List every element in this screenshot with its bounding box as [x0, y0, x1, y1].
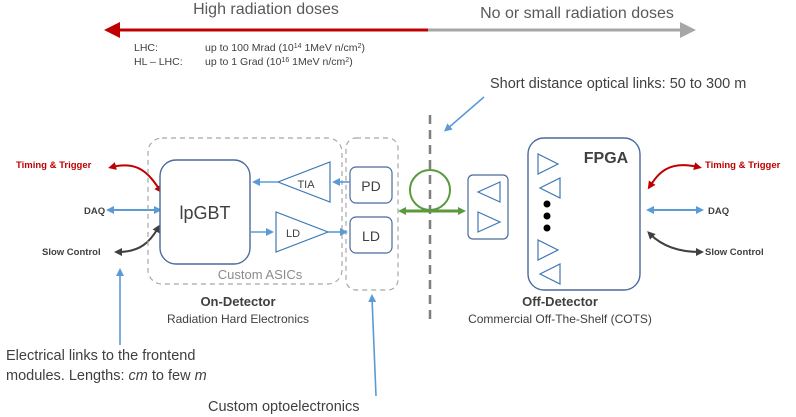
left-timing-arrow: [108, 162, 163, 194]
left-slow-control-label: Slow Control: [42, 247, 101, 258]
right-timing-arrow: [647, 162, 702, 190]
fpga-triangle-2: [538, 177, 561, 199]
on-detector-title: On-Detector: [200, 294, 275, 309]
pd-label: PD: [361, 178, 380, 194]
left-slow-control-arrow: [114, 224, 160, 256]
right-slow-control-arrow: [647, 231, 704, 256]
optoelectronics-region: [345, 137, 399, 291]
transceiver-block: [467, 174, 509, 240]
ld-driver-amplifier: [275, 211, 330, 253]
fpga-label: FPGA: [584, 150, 629, 167]
tia-amplifier: [276, 161, 331, 203]
fpga-dot-3: [543, 224, 551, 232]
lhc-name: LHC:: [134, 42, 158, 54]
right-slow-control-label: Slow Control: [705, 247, 764, 258]
electrical-links-line-1: Electrical links to the frontend: [6, 348, 195, 364]
pd-block: [349, 166, 393, 204]
fpga-triangle-4: [538, 263, 561, 285]
transceiver-rx-triangle: [476, 181, 501, 203]
hllhc-dose: up to 1 Grad (1016 1MeV n/cm2): [205, 56, 353, 68]
ld-block: [349, 216, 393, 254]
lhc-dose: up to 100 Mrad (1014 1MeV n/cm2): [205, 42, 365, 54]
left-timing-label: Timing & Trigger: [16, 160, 92, 171]
right-daq-label: DAQ: [708, 206, 729, 217]
right-timing-label: Timing & Trigger: [705, 160, 781, 171]
optoelectronics-label: Custom optoelectronics: [208, 399, 360, 415]
left-daq-label: DAQ: [84, 206, 105, 217]
transceiver-tx-triangle: [477, 211, 502, 233]
hllhc-name: HL – LHC:: [134, 56, 183, 68]
off-detector-title: Off-Detector: [522, 294, 598, 309]
electrical-links-line-2: modules. Lengths: cm to few m: [6, 368, 207, 384]
lpgbt-block: [159, 159, 251, 265]
fpga-triangle-3: [537, 239, 560, 261]
optical-links-pointer: [443, 96, 485, 132]
fpga-block: [527, 137, 641, 291]
high-radiation-label: High radiation doses: [193, 1, 339, 18]
ld-label: LD: [362, 228, 380, 244]
lpgbt-label: lpGBT: [179, 203, 230, 223]
low-radiation-arrowhead: [680, 22, 696, 38]
low-radiation-label: No or small radiation doses: [480, 5, 674, 22]
optical-links-label: Short distance optical links: 50 to 300 …: [490, 76, 746, 92]
fpga-dot-2: [543, 212, 551, 220]
high-radiation-arrowhead: [104, 22, 120, 38]
fpga-dot-1: [543, 200, 551, 208]
optoelectronics-pointer: [368, 294, 377, 397]
off-detector-subtitle: Commercial Off-The-Shelf (COTS): [468, 312, 652, 326]
fpga-triangle-1: [537, 153, 560, 175]
ld-driver-label: LD: [286, 228, 300, 240]
on-detector-subtitle: Radiation Hard Electronics: [167, 312, 309, 326]
custom-asics-region: [147, 137, 343, 285]
custom-asics-label: Custom ASICs: [218, 267, 303, 282]
tia-label: TIA: [297, 179, 315, 191]
